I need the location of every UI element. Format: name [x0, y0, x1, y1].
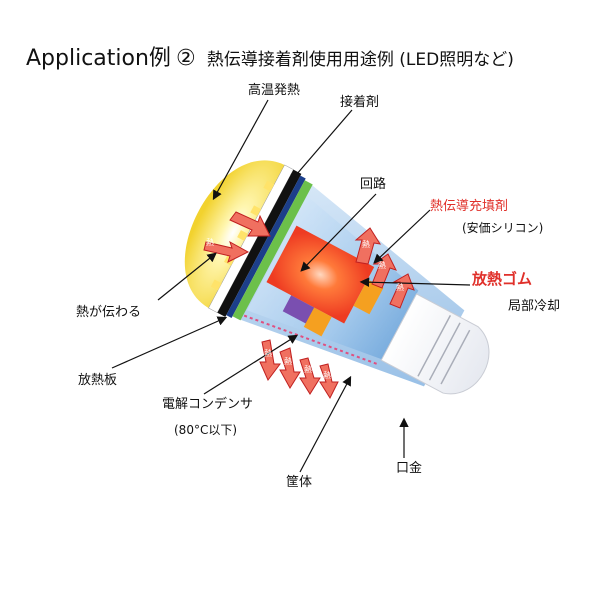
led-chips [210, 180, 275, 291]
heat-arrow-text: 熱 [284, 357, 292, 366]
capacitor-block [282, 295, 316, 325]
label-heat-transfer: 熱が伝わる [76, 305, 142, 320]
label-base: 口金 [396, 461, 423, 476]
title-circled-number: ② [176, 46, 196, 71]
leader-heat-generation [212, 99, 269, 201]
heat-arrow-text: 熱 [396, 283, 404, 292]
bulb-dome [184, 160, 287, 309]
leader-heat-transfer [157, 252, 217, 301]
heat-rubber-block-lower [303, 307, 332, 337]
title-subtitle: 熱伝導接着剤使用用途例 (LED照明など) [206, 50, 514, 70]
label-housing: 筐体 [286, 475, 313, 490]
title-main: Application例 [26, 46, 171, 71]
label-thermal-filler-note: (安価シリコン) [462, 221, 544, 235]
led-heat-sink-green [232, 180, 313, 321]
label-local-cooling: 局部冷却 [508, 299, 561, 314]
led-layer-black [217, 169, 302, 317]
label-adhesive: 接着剤 [340, 95, 380, 110]
leader-housing [299, 375, 352, 473]
led-layer-darkblue [226, 175, 306, 318]
label-capacitor-note: (80°C以下) [174, 423, 238, 437]
label-heat-rubber: 放熱ゴム [472, 270, 533, 288]
label-thermal-filler: 熱伝導充填剤 [430, 199, 509, 214]
heat-arrows [203, 211, 415, 400]
leader-heat-sink-plate [111, 316, 228, 369]
leader-capacitor [203, 334, 299, 395]
heat-arrow-text: 熱 [362, 240, 370, 249]
label-heat-sink-plate: 放熱板 [78, 373, 118, 388]
heat-arrow-text: 熱 [378, 261, 386, 270]
label-heat-generation: 高温発熱 [248, 83, 301, 98]
heat-arrow-text: 熱 [304, 365, 312, 374]
label-capacitor: 電解コンデンサ [162, 397, 254, 412]
heat-arrow-text: 熱 [323, 371, 331, 380]
leader-thermal-filler [373, 209, 431, 264]
leader-circuit [300, 193, 377, 272]
label-circuit: 回路 [360, 177, 387, 192]
heat-arrow-text: 熱 [264, 349, 272, 358]
heat-rubber-block [353, 279, 384, 315]
page-title: Application例 ② 熱伝導接着剤使用用途例 (LED照明など) [26, 40, 514, 72]
leader-heat-rubber [359, 277, 471, 287]
leader-adhesive [288, 109, 353, 184]
circuit-block [266, 225, 375, 324]
heat-arrow-text: 熱 [206, 238, 214, 247]
